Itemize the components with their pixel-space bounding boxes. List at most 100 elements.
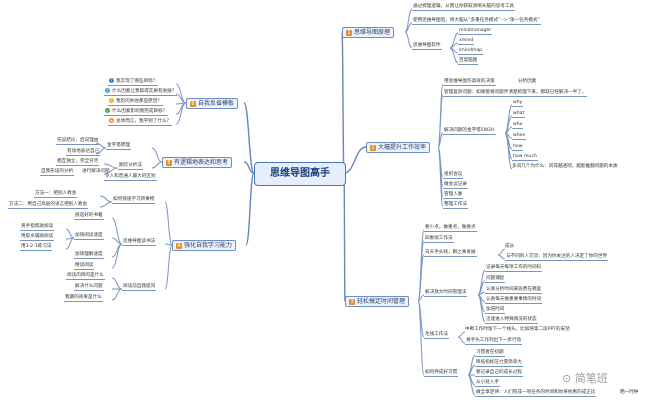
leaf-node[interactable]: 解决放大时间管理法 — [424, 290, 468, 297]
leaf-node[interactable]: when — [512, 133, 527, 140]
leaf-node[interactable]: who — [512, 122, 524, 129]
branch-number-icon: 3 — [349, 299, 355, 305]
note-text: 多问几个为什么：问得越透彻，越能推翻问题的本质 — [512, 164, 618, 169]
leaf-node[interactable]: 先说结论，后说理由 — [56, 138, 100, 145]
connector — [497, 254, 506, 260]
connector — [504, 104, 513, 134]
info-icon: i — [105, 88, 110, 93]
leaf-node[interactable]: 如何养成好习惯 — [424, 370, 459, 377]
leaf-node[interactable]: 管理复杂问题：如果能将问题弄清楚梳理下来，那就已经解决一半了。 — [443, 90, 588, 97]
leaf-node[interactable]: 做会议记录 — [443, 182, 468, 189]
leaf-node[interactable]: imindmap — [458, 48, 484, 55]
leaf-node[interactable]: 日天手头钱，瞬之事发展 — [424, 250, 477, 257]
leaf-node[interactable]: 通过梳理逻辑，从而让你获取清晰头脑的思考工具 — [412, 4, 516, 11]
leaf-node[interactable]: 加倍时间 — [485, 307, 506, 314]
leaf-node[interactable]: 用3-2-1练习法 — [20, 244, 53, 251]
leaf-node[interactable]: ✓什么因素影响我完成目标？ — [104, 108, 169, 116]
connector — [404, 22, 413, 33]
note-text: 晒一时钟 — [620, 390, 639, 395]
leaf-node[interactable]: 使用思维导图后，将大脑从“多重任务模式”-->“单一任务模式” — [412, 18, 541, 25]
leaf-node[interactable]: 解决问题的金字塔5W2H — [443, 128, 496, 135]
branch-number-icon: 1 — [346, 30, 352, 36]
leaf-node[interactable]: 加快阅读速度 — [74, 233, 104, 240]
leaf-node[interactable]: 金字塔原理 — [106, 143, 131, 150]
leaf-node[interactable]: 阅读前自我提问 — [122, 284, 157, 291]
leaf-node[interactable]: 有效地表达自己 — [66, 149, 101, 156]
connector — [103, 167, 119, 175]
connector — [437, 146, 444, 208]
leaf-node[interactable]: mindmanager — [458, 28, 493, 35]
leaf-node[interactable]: 认真分析时间来浪费在哪里 — [485, 287, 543, 294]
connector — [164, 201, 173, 246]
brand-watermark: ⊙ 简笔班 — [562, 372, 608, 385]
leaf-node[interactable]: 习惯者在初期 — [475, 350, 505, 357]
leaf-node[interactable]: 将手头工作列出下一步行动 — [465, 338, 523, 345]
leaf-node[interactable]: how much — [512, 154, 538, 161]
leaf-node[interactable]: 要少点，做重点，做要点 — [424, 225, 477, 232]
leaf-node[interactable]: 整理工作法 — [443, 202, 468, 209]
leaf-node[interactable]: 加快理解速度 — [74, 252, 104, 259]
leaf-node[interactable]: 毛线工作法 — [424, 332, 449, 339]
connector — [417, 254, 425, 302]
leaf-node[interactable]: 解决什么问题 — [74, 284, 104, 291]
leaf-node[interactable]: 百度脑图 — [458, 58, 479, 65]
leaf-node[interactable]: 用胶水辅助阅读 — [20, 234, 55, 241]
leaf-node[interactable]: 四象限工作法 — [424, 236, 454, 243]
connector — [111, 277, 123, 290]
connector — [95, 147, 107, 155]
leaf-node[interactable]: 思维导图读书法 — [122, 239, 157, 246]
leaf-node[interactable]: 记录每天每项工作的时间码 — [485, 265, 543, 272]
leaf-node[interactable]: 如何快速学习新事物 — [112, 197, 156, 204]
connector — [164, 244, 173, 290]
leaf-node[interactable]: 管理人脉 — [443, 192, 464, 199]
leaf-node[interactable]: 自我形设的分析 — [40, 169, 75, 176]
connector — [437, 94, 444, 148]
connector — [449, 47, 459, 64]
connector — [175, 102, 187, 125]
leaf-node[interactable]: 我期的效果是什么 — [64, 295, 103, 302]
leaf-node[interactable]: 从小处入手 — [475, 380, 500, 387]
leaf-node[interactable]: 精读阅读 — [74, 263, 95, 270]
leaf-node[interactable]: 令人和普通人最大的区别 — [104, 174, 157, 181]
leaf-node[interactable]: 问题捕捉 — [485, 276, 506, 283]
leaf-node[interactable]: !我犯的失败那些原因？ — [108, 98, 163, 106]
branch-number-icon: 6 — [190, 101, 196, 107]
leaf-node[interactable]: 做全章定律：人们完成一项任务的时间和你将他看的成正比 — [475, 390, 597, 397]
leaf-node[interactable]: 期饮分析法 — [118, 163, 143, 170]
branch-label: 自我反省模板 — [198, 100, 235, 107]
leaf-node[interactable]: 认真每天做重要事情的时间 — [485, 297, 543, 304]
leaf-node[interactable]: 降低指标压力变简单大 — [475, 360, 523, 367]
leaf-node[interactable]: 用思维导图作高效的决策 — [443, 79, 496, 86]
leaf-node[interactable]: 要记录自己的成长过程 — [475, 370, 523, 377]
leaf-node[interactable]: xmind — [458, 38, 475, 45]
leaf-node[interactable]: 思维导图软件 — [412, 43, 442, 50]
leaf-node[interactable]: why — [512, 100, 524, 107]
leaf-node[interactable]: 方法二：用自己高层的语言把别人教会 — [8, 202, 89, 209]
leaf-node[interactable]: 与不同的人交流：因为你关注的人决定了你的世界 — [505, 254, 609, 261]
connector — [477, 294, 486, 323]
connector — [99, 195, 113, 203]
leaf-node[interactable]: 阅读的目的是什么 — [66, 273, 105, 280]
leaf-node[interactable]: 将手指帮助阅读 — [20, 224, 55, 231]
leaf-node[interactable]: how — [512, 144, 524, 151]
leaf-node[interactable]: 方法一：把别人教会 — [34, 191, 78, 198]
sub-node: 中断工作时留下一个线头，比如将第二段PPT的安装 — [465, 327, 570, 332]
leaf-node[interactable]: what — [512, 111, 526, 118]
leaf-node[interactable]: 组织会议 — [443, 172, 464, 179]
central-topic[interactable]: 思维导图高手 — [254, 162, 346, 186]
leaf-node[interactable]: ?我实现了哪些目标？ — [108, 78, 159, 86]
leaf-node[interactable]: ★总体而言，我学到了什么？ — [108, 118, 173, 126]
check-icon: ✓ — [105, 108, 110, 113]
leaf-node[interactable]: 挑选好的书籍 — [74, 213, 104, 220]
leaf-node[interactable]: 相互独立，完全穷尽 — [56, 159, 100, 166]
connector — [65, 237, 75, 250]
connector — [111, 288, 123, 301]
leaf-node[interactable]: 迅速进入特殊情况的状态 — [485, 317, 538, 324]
